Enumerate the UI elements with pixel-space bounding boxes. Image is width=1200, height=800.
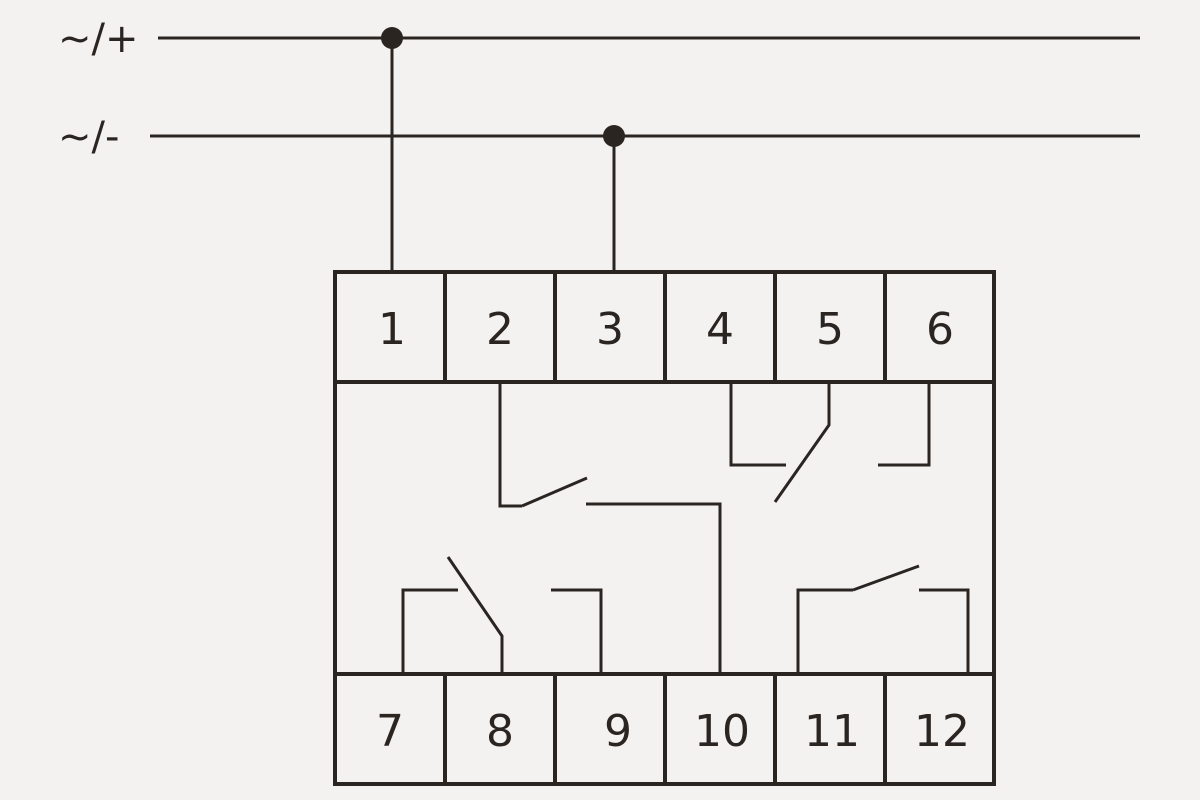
contact-8-switch-blade xyxy=(446,556,504,674)
contact-11-switch-blade xyxy=(852,564,920,592)
contact-2-10 xyxy=(498,382,722,674)
contact-11-12 xyxy=(796,564,970,674)
rail-label-negative: ~/- xyxy=(58,114,119,160)
terminal-label-5: 5 xyxy=(816,304,844,355)
terminal-label-6: 6 xyxy=(926,304,954,355)
terminal-label-9: 9 xyxy=(604,706,632,757)
junction-dot-negative xyxy=(603,125,625,147)
terminal-label-2: 2 xyxy=(486,304,514,355)
contact-6-lead xyxy=(878,382,931,467)
changeover-contact-4-5-6 xyxy=(729,382,931,503)
changeover-contact-7-8-9 xyxy=(401,556,603,674)
contact-2-lead xyxy=(498,382,522,508)
contact-2-switch-blade xyxy=(521,476,588,508)
contact-9-lead xyxy=(551,588,603,674)
contact-11-lead xyxy=(796,588,853,674)
terminal-label-8: 8 xyxy=(486,706,514,757)
terminal-label-4: 4 xyxy=(706,304,734,355)
contact-5-switch-blade xyxy=(773,382,831,503)
rail-label-positive: ~/+ xyxy=(58,16,139,62)
contact-10-lead xyxy=(586,502,722,674)
junction-dot-positive xyxy=(381,27,403,49)
terminal-label-3: 3 xyxy=(596,304,624,355)
terminal-label-11: 11 xyxy=(804,706,860,757)
terminal-label-12: 12 xyxy=(914,706,970,757)
terminal-label-10: 10 xyxy=(694,706,750,757)
contact-4-lead xyxy=(729,382,786,467)
contact-12-lead xyxy=(919,588,970,674)
terminal-label-1: 1 xyxy=(378,304,406,355)
contact-7-lead xyxy=(401,588,458,674)
terminal-label-7: 7 xyxy=(376,706,404,757)
